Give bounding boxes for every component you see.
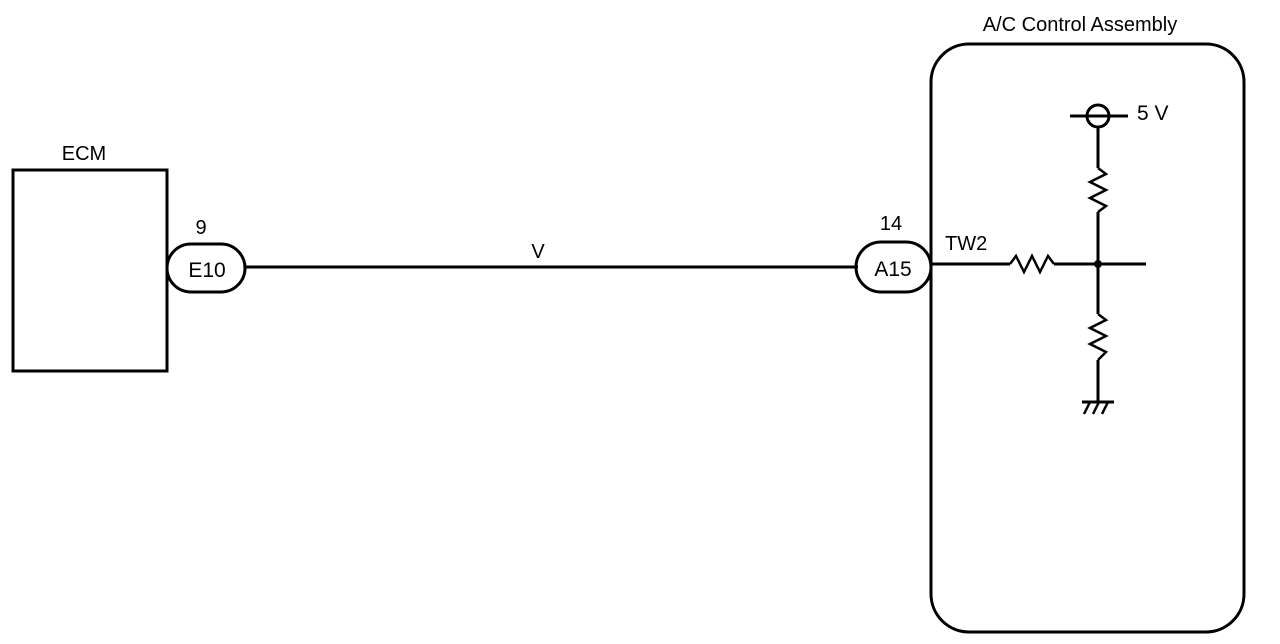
ecm-connector-label: E10 [188, 259, 225, 282]
tw2-label: TW2 [945, 233, 987, 255]
supply-voltage-label: 5 V [1137, 102, 1169, 125]
ac-assembly-box [929, 42, 1246, 634]
ecm-box [11, 168, 169, 373]
ac-pin-number: 14 [880, 213, 902, 235]
wire-color-label: V [531, 241, 545, 263]
lower-resistor-icon [1087, 313, 1109, 361]
ecm-pin-number: 9 [195, 217, 206, 239]
ac-assembly-label: A/C Control Assembly [983, 14, 1178, 36]
ac-connector-label: A15 [874, 258, 911, 281]
pullup-resistor-icon [1087, 167, 1109, 213]
ground-icon [1082, 400, 1114, 415]
series-resistor-icon [1009, 253, 1055, 275]
ecm-label: ECM [62, 143, 106, 165]
